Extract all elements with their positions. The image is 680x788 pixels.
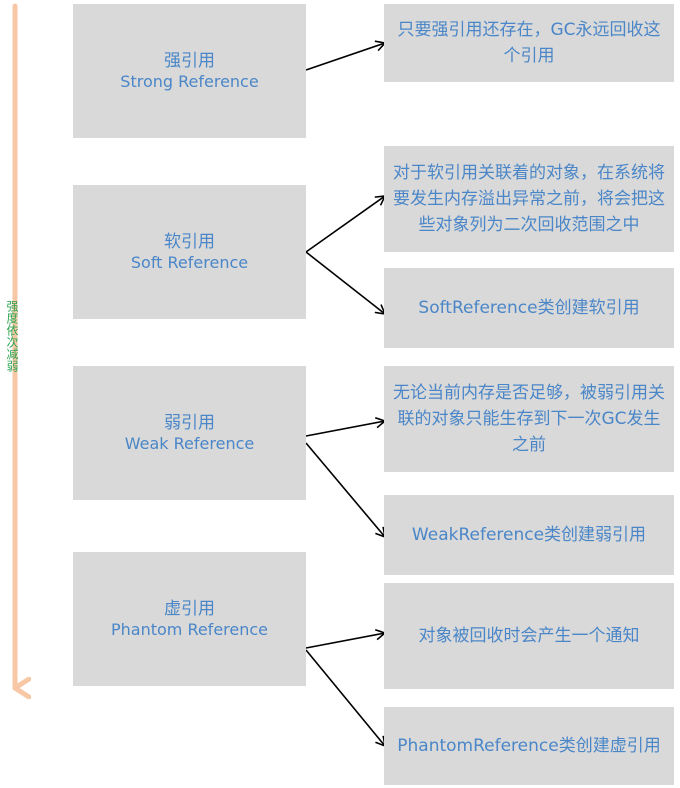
arrow-weak-note1 [305, 417, 387, 437]
soft-reference-class-note: SoftReference类创建软引用 [384, 268, 674, 348]
phantom-reference-box: 虚引用 Phantom Reference [73, 552, 306, 686]
phantom-reference-zh: 虚引用 [164, 599, 215, 619]
arrow-phantom-note2 [305, 649, 387, 748]
weak-reference-class-note: WeakReference类创建弱引用 [384, 495, 674, 575]
strong-reference-zh: 强引用 [164, 51, 215, 71]
soft-reference-zh: 软引用 [164, 232, 215, 252]
soft-reference-box: 软引用 Soft Reference [73, 185, 306, 319]
weak-reference-box: 弱引用 Weak Reference [73, 366, 306, 500]
strong-reference-en: Strong Reference [120, 72, 259, 91]
weak-reference-en: Weak Reference [124, 434, 255, 453]
phantom-reference-class-note: PhantomReference类创建虚引用 [384, 707, 674, 785]
soft-reference-note: 对于软引用关联着的对象，在系统将要发生内存溢出异常之前，将会把这些对象列为二次回… [384, 146, 674, 252]
strong-reference-box: 强引用 Strong Reference [73, 4, 306, 138]
strength-axis-label: 强度依次减弱 [5, 300, 19, 372]
phantom-reference-note: 对象被回收时会产生一个通知 [384, 583, 674, 689]
arrow-soft-note1 [305, 195, 387, 253]
weak-reference-zh: 弱引用 [164, 413, 215, 433]
arrow-soft-note2 [305, 251, 387, 316]
arrow-strong-note [305, 40, 387, 71]
arrow-phantom-note1 [305, 629, 387, 649]
soft-reference-en: Soft Reference [130, 253, 249, 272]
arrow-weak-note2 [305, 442, 387, 539]
strong-reference-note: 只要强引用还存在，GC永远回收这个引用 [384, 4, 674, 82]
weak-reference-note: 无论当前内存是否足够，被弱引用关联的对象只能生存到下一次GC发生之前 [384, 366, 674, 472]
phantom-reference-en: Phantom Reference [110, 620, 269, 639]
